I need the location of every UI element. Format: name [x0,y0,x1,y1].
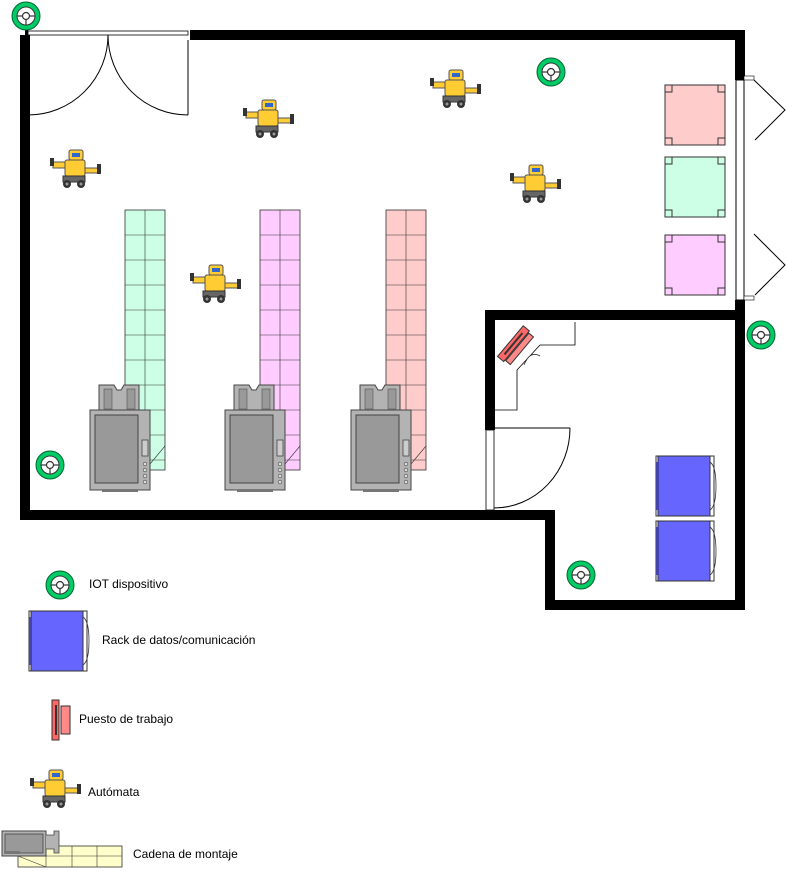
legend-rack-icon [28,610,90,672]
iot-device-icon [746,320,776,350]
rack-1 [655,455,717,517]
robot-icon [49,149,102,189]
robot-icon [509,164,562,204]
legend-label-assembly: Cadena de montaje [133,847,238,861]
right-door [735,75,786,301]
double-door [27,30,189,116]
iot-device-icon [35,450,65,480]
robot-icon [429,69,482,109]
iot-device-icon [11,1,41,31]
storage-box-pink [664,234,726,296]
robot-icon [189,264,242,304]
small-room-door [485,427,571,511]
rack-2 [655,520,717,582]
legend-label-robot: Autómata [88,785,140,799]
workstation-desk [494,322,576,411]
storage-box-red [664,84,726,146]
legend-robot-icon [29,769,82,809]
storage-box-green [664,156,726,218]
legend-workstation-icon [51,699,71,741]
main-room-walls [20,30,745,610]
legend-label-workstation: Puesto de trabajo [79,712,174,726]
robot-icon [242,99,295,139]
iot-device-icon [536,57,566,87]
legend-iot-icon [45,570,75,600]
legend-label-rack: Rack de datos/comunicación [102,633,256,647]
legend-assembly-icon [1,830,123,868]
iot-device-icon [566,560,596,590]
legend-label-iot: IOT dispositivo [89,577,169,591]
